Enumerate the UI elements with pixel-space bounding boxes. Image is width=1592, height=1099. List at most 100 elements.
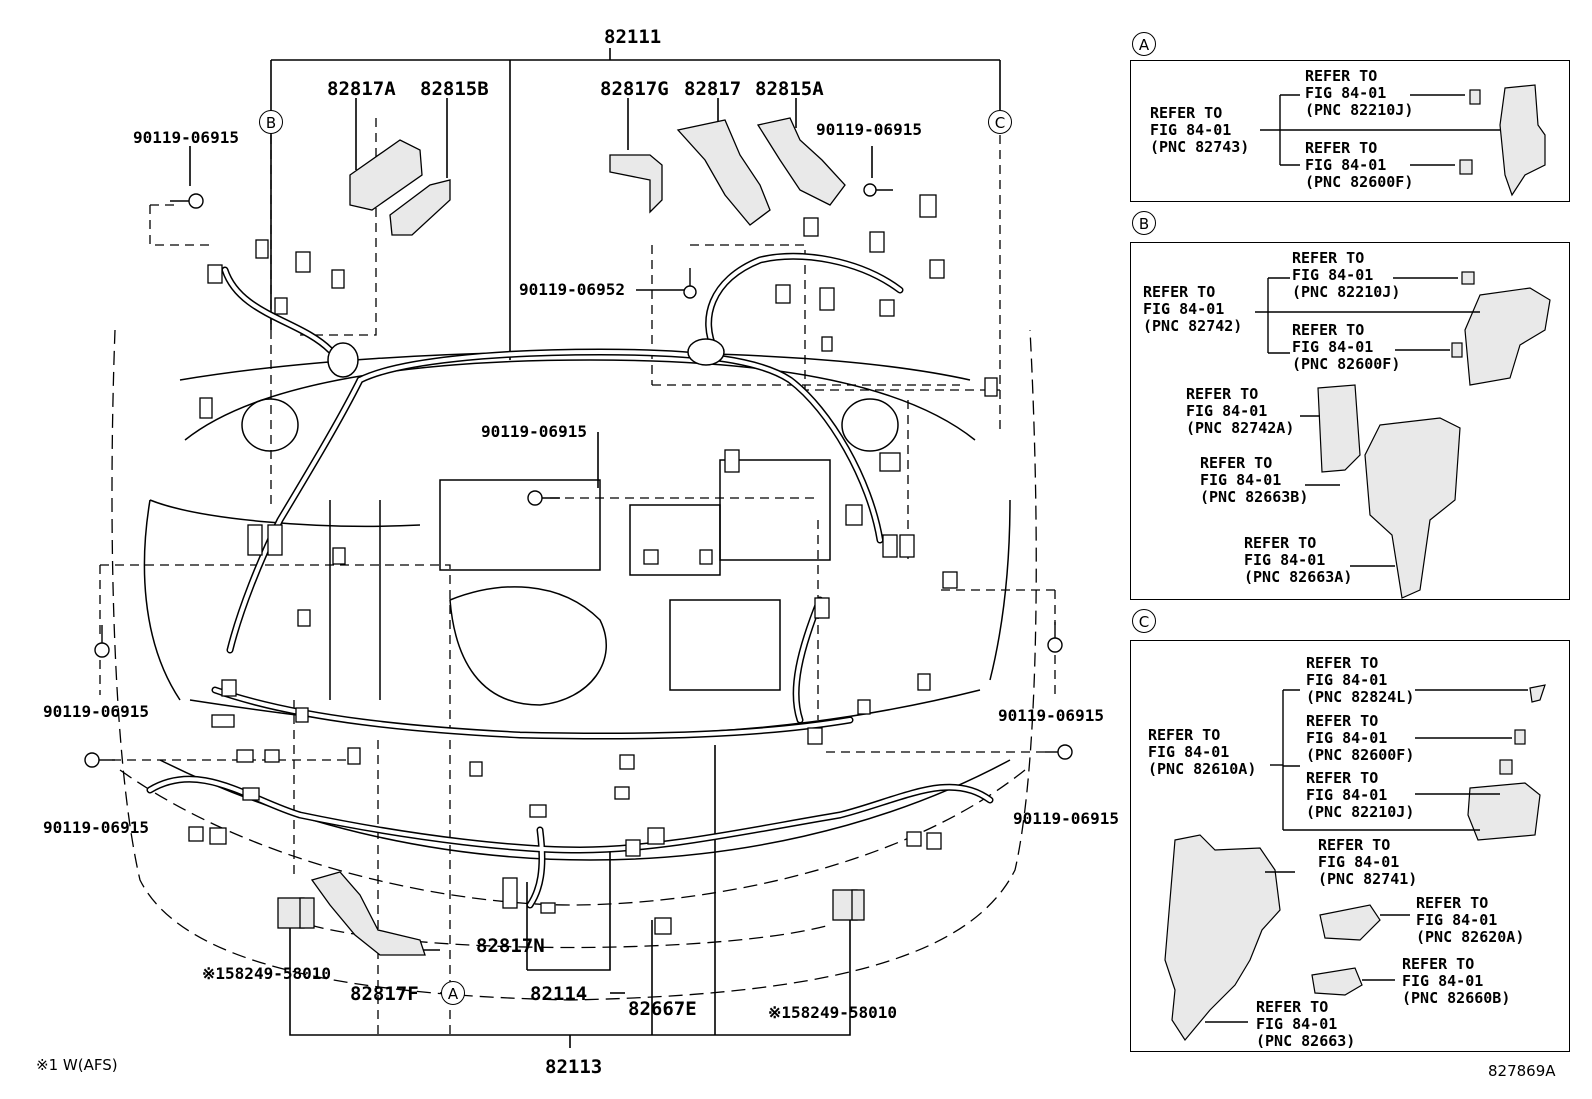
ref-line: FIG 84-01	[1306, 671, 1388, 689]
ref-line: (PNC 82824L)	[1306, 688, 1415, 706]
panel-b-marker: B	[1132, 211, 1156, 235]
ref-line: REFER TO	[1244, 534, 1317, 552]
panel-c-ref5[interactable]: REFER TO FIG 84-01 (PNC 82620A)	[1416, 895, 1524, 946]
ref-line: (PNC 82742A)	[1186, 419, 1295, 437]
panel-c-marker: C	[1132, 609, 1156, 633]
ref-line: FIG 84-01	[1200, 471, 1282, 489]
ref-line: FIG 84-01	[1148, 743, 1230, 761]
bolt-mid-label[interactable]: 90119-06915	[481, 422, 587, 441]
ref-line: FIG 84-01	[1416, 911, 1498, 929]
ref-line: FIG 84-01	[1292, 338, 1374, 356]
ref-line: (PNC 82743)	[1150, 138, 1250, 156]
ref-line: REFER TO	[1306, 712, 1379, 730]
footnote: ※1 W(AFS)	[36, 1056, 118, 1074]
ref-line: FIG 84-01	[1306, 786, 1388, 804]
panel-a	[1130, 60, 1570, 202]
panel-b-ref4[interactable]: REFER TO FIG 84-01 (PNC 82663B)	[1200, 455, 1308, 506]
panel-b-ref1[interactable]: REFER TO FIG 84-01 (PNC 82210J)	[1292, 250, 1400, 301]
ref-line: REFER TO	[1256, 998, 1329, 1016]
part-82817f-label[interactable]: 82817F	[350, 983, 419, 1005]
ref-line: FIG 84-01	[1305, 156, 1387, 174]
ref-line: (PNC 82663B)	[1200, 488, 1309, 506]
panel-c-ref6[interactable]: REFER TO FIG 84-01 (PNC 82660B)	[1402, 956, 1510, 1007]
ref-line: REFER TO	[1292, 249, 1365, 267]
part-82815b-label[interactable]: 82815B	[420, 78, 489, 100]
ref-line: FIG 84-01	[1306, 729, 1388, 747]
ref-line: FIG 84-01	[1150, 121, 1232, 139]
panel-b-ref5[interactable]: REFER TO FIG 84-01 (PNC 82663A)	[1244, 535, 1352, 586]
bolt-tl-label[interactable]: 90119-06915	[133, 128, 239, 147]
ref-line: REFER TO	[1318, 836, 1391, 854]
ref-line: REFER TO	[1305, 139, 1378, 157]
marker-b[interactable]: B	[259, 110, 283, 134]
ref-line: REFER TO	[1306, 769, 1379, 787]
ref-line: FIG 84-01	[1256, 1015, 1338, 1033]
ref-line: FIG 84-01	[1292, 266, 1374, 284]
part-82113-label[interactable]: 82113	[545, 1056, 603, 1078]
ref-line: REFER TO	[1306, 654, 1379, 672]
panel-b-ref3[interactable]: REFER TO FIG 84-01 (PNC 82742A)	[1186, 386, 1294, 437]
panel-c-ref2[interactable]: REFER TO FIG 84-01 (PNC 82600F)	[1306, 713, 1414, 764]
ref-line: REFER TO	[1402, 955, 1475, 973]
clip-left-label[interactable]: ※158249-58010	[202, 964, 331, 983]
part-82817n-label[interactable]: 82817N	[476, 935, 545, 957]
ref-line: FIG 84-01	[1244, 551, 1326, 569]
bolt-left2-label[interactable]: 90119-06915	[43, 818, 149, 837]
figure-id: 827869A	[1488, 1062, 1556, 1080]
panel-c-ref4[interactable]: REFER TO FIG 84-01 (PNC 82741)	[1318, 837, 1417, 888]
ref-line: REFER TO	[1292, 321, 1365, 339]
ref-line: REFER TO	[1305, 67, 1378, 85]
ref-line: REFER TO	[1150, 104, 1223, 122]
ref-line: (PNC 82620A)	[1416, 928, 1525, 946]
marker-c[interactable]: C	[988, 110, 1012, 134]
ref-line: (PNC 82600F)	[1292, 355, 1401, 373]
ref-line: REFER TO	[1148, 726, 1221, 744]
bolt-right1-label[interactable]: 90119-06915	[998, 706, 1104, 725]
marker-a[interactable]: A	[441, 981, 465, 1005]
panel-c-ref3[interactable]: REFER TO FIG 84-01 (PNC 82210J)	[1306, 770, 1414, 821]
ref-line: (PNC 82210J)	[1292, 283, 1401, 301]
bolt-06952-label[interactable]: 90119-06952	[519, 280, 625, 299]
panel-c-ref7[interactable]: REFER TO FIG 84-01 (PNC 82663)	[1256, 999, 1355, 1050]
panel-c-ref1[interactable]: REFER TO FIG 84-01 (PNC 82824L)	[1306, 655, 1414, 706]
ref-line: REFER TO	[1143, 283, 1216, 301]
ref-line: (PNC 82663A)	[1244, 568, 1353, 586]
clip-right-label[interactable]: ※158249-58010	[768, 1003, 897, 1022]
ref-line: FIG 84-01	[1305, 84, 1387, 102]
part-82114-label[interactable]: 82114	[530, 983, 588, 1005]
ref-line: REFER TO	[1416, 894, 1489, 912]
ref-line: (PNC 82610A)	[1148, 760, 1257, 778]
ref-line: (PNC 82600F)	[1305, 173, 1414, 191]
part-82817a-label[interactable]: 82817A	[327, 78, 396, 100]
panel-b	[1130, 242, 1570, 600]
ref-line: (PNC 82663)	[1256, 1032, 1356, 1050]
ref-line: (PNC 82210J)	[1306, 803, 1415, 821]
part-82111-label[interactable]: 82111	[604, 26, 662, 48]
part-82817-label[interactable]: 82817	[684, 78, 742, 100]
ref-line: (PNC 82660B)	[1402, 989, 1511, 1007]
panel-c-main-ref[interactable]: REFER TO FIG 84-01 (PNC 82610A)	[1148, 727, 1256, 778]
ref-line: FIG 84-01	[1143, 300, 1225, 318]
part-82815a-label[interactable]: 82815A	[755, 78, 824, 100]
panel-a-main-ref[interactable]: REFER TO FIG 84-01 (PNC 82743)	[1150, 105, 1249, 156]
panel-a-marker: A	[1132, 32, 1156, 56]
panel-a-ref2[interactable]: REFER TO FIG 84-01 (PNC 82600F)	[1305, 140, 1413, 191]
part-82817g-label[interactable]: 82817G	[600, 78, 669, 100]
ref-line: REFER TO	[1186, 385, 1259, 403]
part-82667e-label[interactable]: 82667E	[628, 998, 697, 1020]
bolt-right2-label[interactable]: 90119-06915	[1013, 809, 1119, 828]
panel-a-ref1[interactable]: REFER TO FIG 84-01 (PNC 82210J)	[1305, 68, 1413, 119]
ref-line: FIG 84-01	[1318, 853, 1400, 871]
panel-b-main-ref[interactable]: REFER TO FIG 84-01 (PNC 82742)	[1143, 284, 1242, 335]
ref-line: REFER TO	[1200, 454, 1273, 472]
bolt-tr-label[interactable]: 90119-06915	[816, 120, 922, 139]
bolt-left1-label[interactable]: 90119-06915	[43, 702, 149, 721]
ref-line: (PNC 82210J)	[1305, 101, 1414, 119]
ref-line: (PNC 82600F)	[1306, 746, 1415, 764]
ref-line: FIG 84-01	[1402, 972, 1484, 990]
panel-c	[1130, 640, 1570, 1052]
ref-line: (PNC 82741)	[1318, 870, 1418, 888]
panel-b-ref2[interactable]: REFER TO FIG 84-01 (PNC 82600F)	[1292, 322, 1400, 373]
